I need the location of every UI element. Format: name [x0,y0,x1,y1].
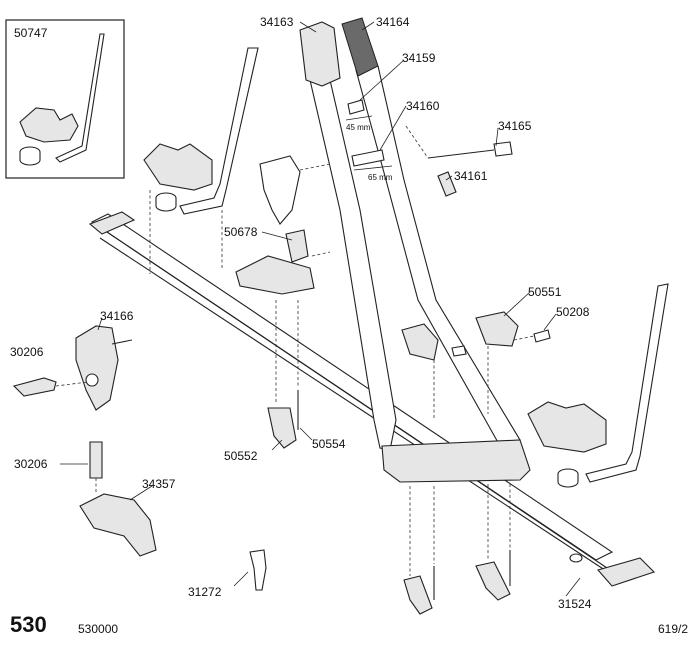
clip-34161 [437,171,457,197]
spring-30206-a [12,377,57,397]
clamp-34163 [299,21,341,87]
bracket-34357 [79,493,157,557]
dim-arrow-65 [353,165,393,171]
frame-base [381,439,531,483]
pin-50208b [451,345,467,357]
part-label-34160: 34160 [406,99,440,113]
assembly-guides [55,125,535,576]
base-50678 [235,255,315,295]
inset-wheel-holder [19,107,79,143]
catalog-number: 530000 [78,622,119,636]
page-code: 619/2 [658,622,689,636]
part-label-31524: 31524 [558,597,592,611]
dimension-65mm: 65 mm [368,173,393,182]
part-label-34165: 34165 [498,119,532,133]
pin-50208 [533,329,551,343]
spring-30206-b [89,441,103,479]
part-label-50551: 50551 [528,285,562,299]
clip-50678 [285,229,309,263]
clamp-50551 [475,311,519,347]
part-label-34163: 34163 [260,15,294,29]
bar-end-cap-left [88,211,136,235]
clamp-50551b [401,323,439,361]
part-label-50554: 50554 [312,437,346,451]
bar-hole [569,553,583,563]
knob-34166 [75,325,119,411]
part-label-50552: 50552 [224,449,258,463]
key-31272 [249,549,267,591]
bar-end-cap-right [597,557,656,587]
clamp-34164 [341,17,379,77]
knob-bolt [85,373,99,387]
part-label-34357: 34357 [142,477,176,491]
part-label-30206-lower: 30206 [14,457,48,471]
part-label-30206-upper: 30206 [10,345,44,359]
part-label-31272: 31272 [188,585,222,599]
part-label-34159: 34159 [402,51,436,65]
dim-arrow-45 [345,115,373,121]
part-label-34166: 34166 [100,309,134,323]
screw-head-34165 [493,141,513,157]
part-label-50208: 50208 [556,305,590,319]
strap-lower-right [475,561,511,601]
wheel-holder-left [143,47,259,215]
inset-wheel-arm [55,33,105,163]
wheel-holder-right [527,283,669,488]
inset-cap [19,146,41,166]
frame-holder-arm [309,65,531,483]
part-label-50678: 50678 [224,225,258,239]
part-label-34161: 34161 [454,169,488,183]
label-leaders [60,21,581,597]
part-label-50747: 50747 [14,26,48,40]
strap-50552 [267,407,297,449]
screw-34165 [427,149,495,159]
bracket-upper [259,155,301,225]
inset-50747 [5,19,125,179]
dimension-45mm: 45 mm [346,123,371,132]
figure-number: 530 [10,612,47,637]
part-label-34164: 34164 [376,15,410,29]
strap-lower-left [403,575,433,615]
knob-pin [111,339,133,345]
spacer-34159 [347,99,365,115]
spacer-34160 [351,149,385,167]
